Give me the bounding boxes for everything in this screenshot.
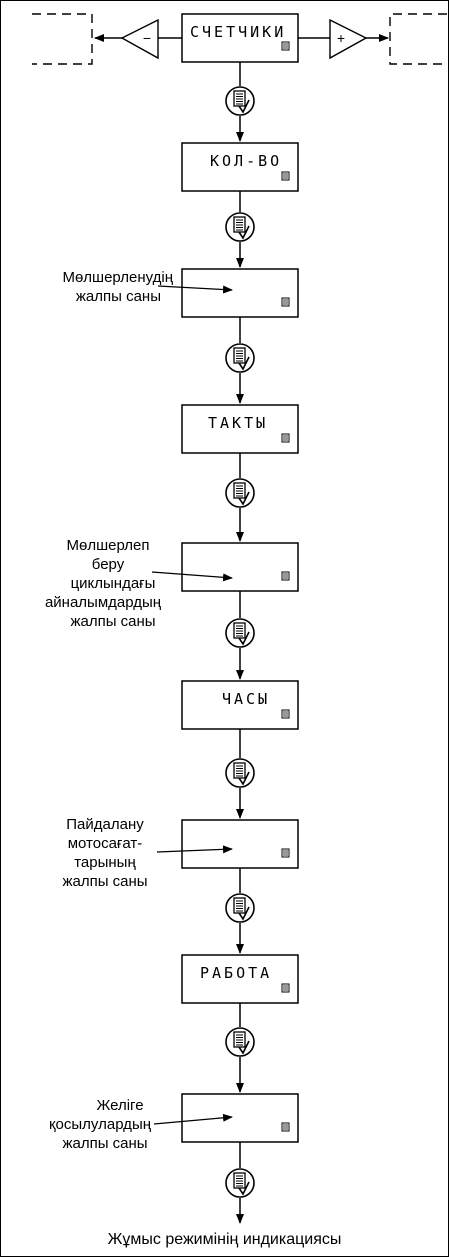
label-total-connections: Желіге қосылулардың жалпы саны — [40, 1096, 160, 1153]
menu-key-icon — [225, 618, 255, 648]
connector-3 — [225, 317, 255, 404]
screen-work: РАБОТА — [181, 954, 299, 1004]
label-line: Мөлшерлеп — [66, 537, 150, 554]
label-total-cycles: Мөлшерлеп беру циклындағы айналымдардың … — [18, 536, 178, 631]
screen-work-text: РАБОТА — [200, 964, 272, 982]
minus-key-label: − — [143, 30, 151, 46]
pointer-total-cycles — [151, 571, 233, 582]
screen-hours: ЧАСЫ — [181, 680, 299, 730]
screen-total-cycles — [181, 542, 299, 592]
label-line: мотосағат- — [67, 835, 143, 852]
menu-key-icon — [225, 893, 255, 923]
label-total-doses: Мөлшерленудің жалпы саны — [3, 268, 173, 306]
connector-7 — [225, 868, 255, 954]
screen-total-doses — [181, 268, 299, 318]
plus-key-label: + — [337, 30, 345, 46]
screen-total-hours — [181, 819, 299, 869]
plus-key-shape — [329, 18, 368, 60]
connector-6 — [225, 729, 255, 819]
menu-key-icon — [225, 478, 255, 508]
label-line: жалпы саны — [62, 873, 148, 890]
footer-operating-mode: Жұмыс режимінің индикациясы — [107, 1231, 342, 1248]
label-line: беру — [91, 556, 125, 573]
screen-counters-text: СЧЕТЧИКИ — [190, 23, 286, 41]
connector-1 — [225, 62, 255, 142]
screen-dose-count-text: КОЛ-ВО — [210, 152, 282, 170]
label-line: тарының — [74, 854, 136, 871]
screen-cycles-text: ТАКТЫ — [208, 414, 268, 432]
connector-2 — [225, 191, 255, 268]
label-line: айналымдардың — [44, 594, 162, 611]
pointer-total-doses — [157, 285, 233, 294]
connector-9 — [225, 1142, 255, 1224]
left-dashed-box — [32, 13, 93, 65]
connector-5 — [225, 591, 255, 680]
menu-key-icon — [225, 758, 255, 788]
screen-cycles: ТАКТЫ — [181, 404, 299, 454]
label-line: қосылулардың — [48, 1116, 152, 1133]
label-total-hours: Пайдалану мотосағат- тарының жалпы саны — [40, 815, 170, 891]
screen-hours-text: ЧАСЫ — [222, 690, 270, 708]
menu-key-icon — [225, 1168, 255, 1198]
pointer-total-connections — [153, 1113, 233, 1125]
right-dashed-box — [389, 13, 447, 65]
label-line: циклындағы — [70, 575, 156, 592]
label-line: Пайдалану — [66, 816, 144, 833]
label-line: Мөлшерленудің — [62, 269, 173, 286]
menu-key-icon — [225, 86, 255, 116]
pointer-total-hours — [156, 845, 233, 854]
menu-key-icon — [225, 1027, 255, 1057]
connector-4 — [225, 453, 255, 542]
label-line: жалпы саны — [62, 1135, 148, 1152]
screen-dose-count: КОЛ-ВО — [181, 142, 299, 192]
screen-total-connections — [181, 1093, 299, 1143]
label-line: жалпы саны — [75, 288, 161, 305]
menu-key-icon — [225, 212, 255, 242]
minus-key-shape — [120, 18, 159, 60]
label-line: Желіге — [96, 1097, 144, 1114]
label-line: жалпы саны — [70, 613, 156, 630]
connector-8 — [225, 1003, 255, 1093]
menu-key-icon — [225, 343, 255, 373]
screen-counters: СЧЕТЧИКИ — [181, 13, 299, 63]
